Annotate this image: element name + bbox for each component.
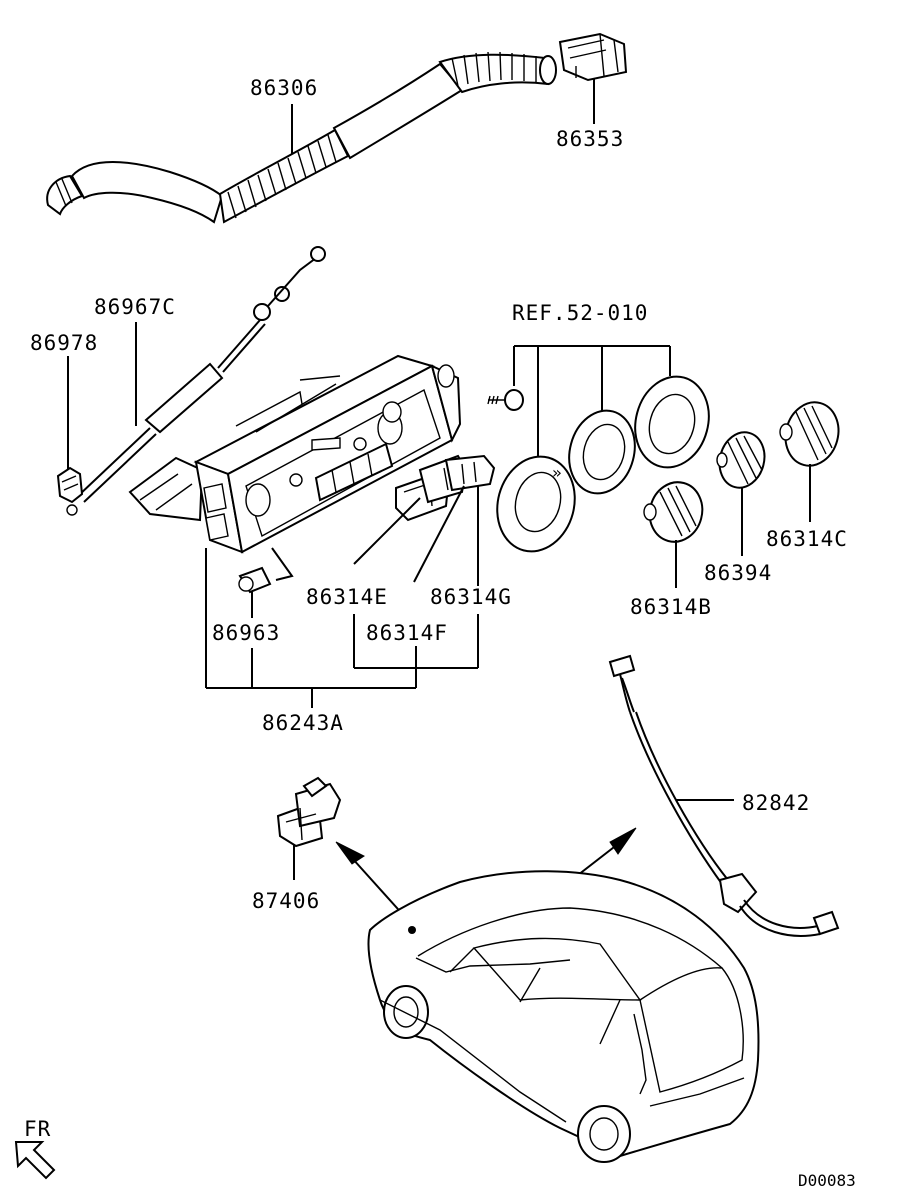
label-86978: 86978 <box>30 331 98 355</box>
knob-86314c <box>779 401 840 467</box>
label-86963: 86963 <box>212 621 280 645</box>
label-87406: 87406 <box>252 889 320 913</box>
label-86314b: 86314B <box>630 595 712 619</box>
label-86314g: 86314G <box>430 585 512 609</box>
dial-plate-right <box>634 375 710 469</box>
label-86394: 86394 <box>704 561 772 585</box>
dial-plate-middle <box>568 409 636 495</box>
control-cable-86967c <box>77 246 326 503</box>
diagram-id: D00083 <box>798 1171 856 1187</box>
label-86314c: 86314C <box>766 527 848 551</box>
duct-hose-86306 <box>46 51 557 224</box>
vehicle-illustration <box>367 870 760 1163</box>
label-86243a: 86243A <box>262 711 344 735</box>
knob-86314b <box>643 481 704 543</box>
label-86314e: 86314E <box>306 585 388 609</box>
screw <box>487 389 524 411</box>
knob-86394 <box>716 431 766 489</box>
heater-control-unit-86243a <box>128 354 462 554</box>
sensor-harness-82842 <box>608 654 840 937</box>
svg-text:»: » <box>552 463 562 482</box>
clip-86978 <box>56 466 84 516</box>
label-ref-52-010: REF.52-010 <box>512 301 648 325</box>
label-86353: 86353 <box>556 127 624 151</box>
front-direction-arrow <box>14 1141 56 1180</box>
connector-86353 <box>558 32 628 82</box>
label-86314f: 86314F <box>366 621 448 645</box>
sensor-87406 <box>276 776 342 848</box>
label-82842: 82842 <box>742 791 810 815</box>
dial-plate-left: » <box>496 455 576 553</box>
label-86306: 86306 <box>250 76 318 100</box>
bulb-86963 <box>238 566 272 594</box>
switch-86314g <box>444 454 496 492</box>
label-fr: FR <box>24 1117 51 1141</box>
label-86967c: 86967C <box>94 295 176 319</box>
